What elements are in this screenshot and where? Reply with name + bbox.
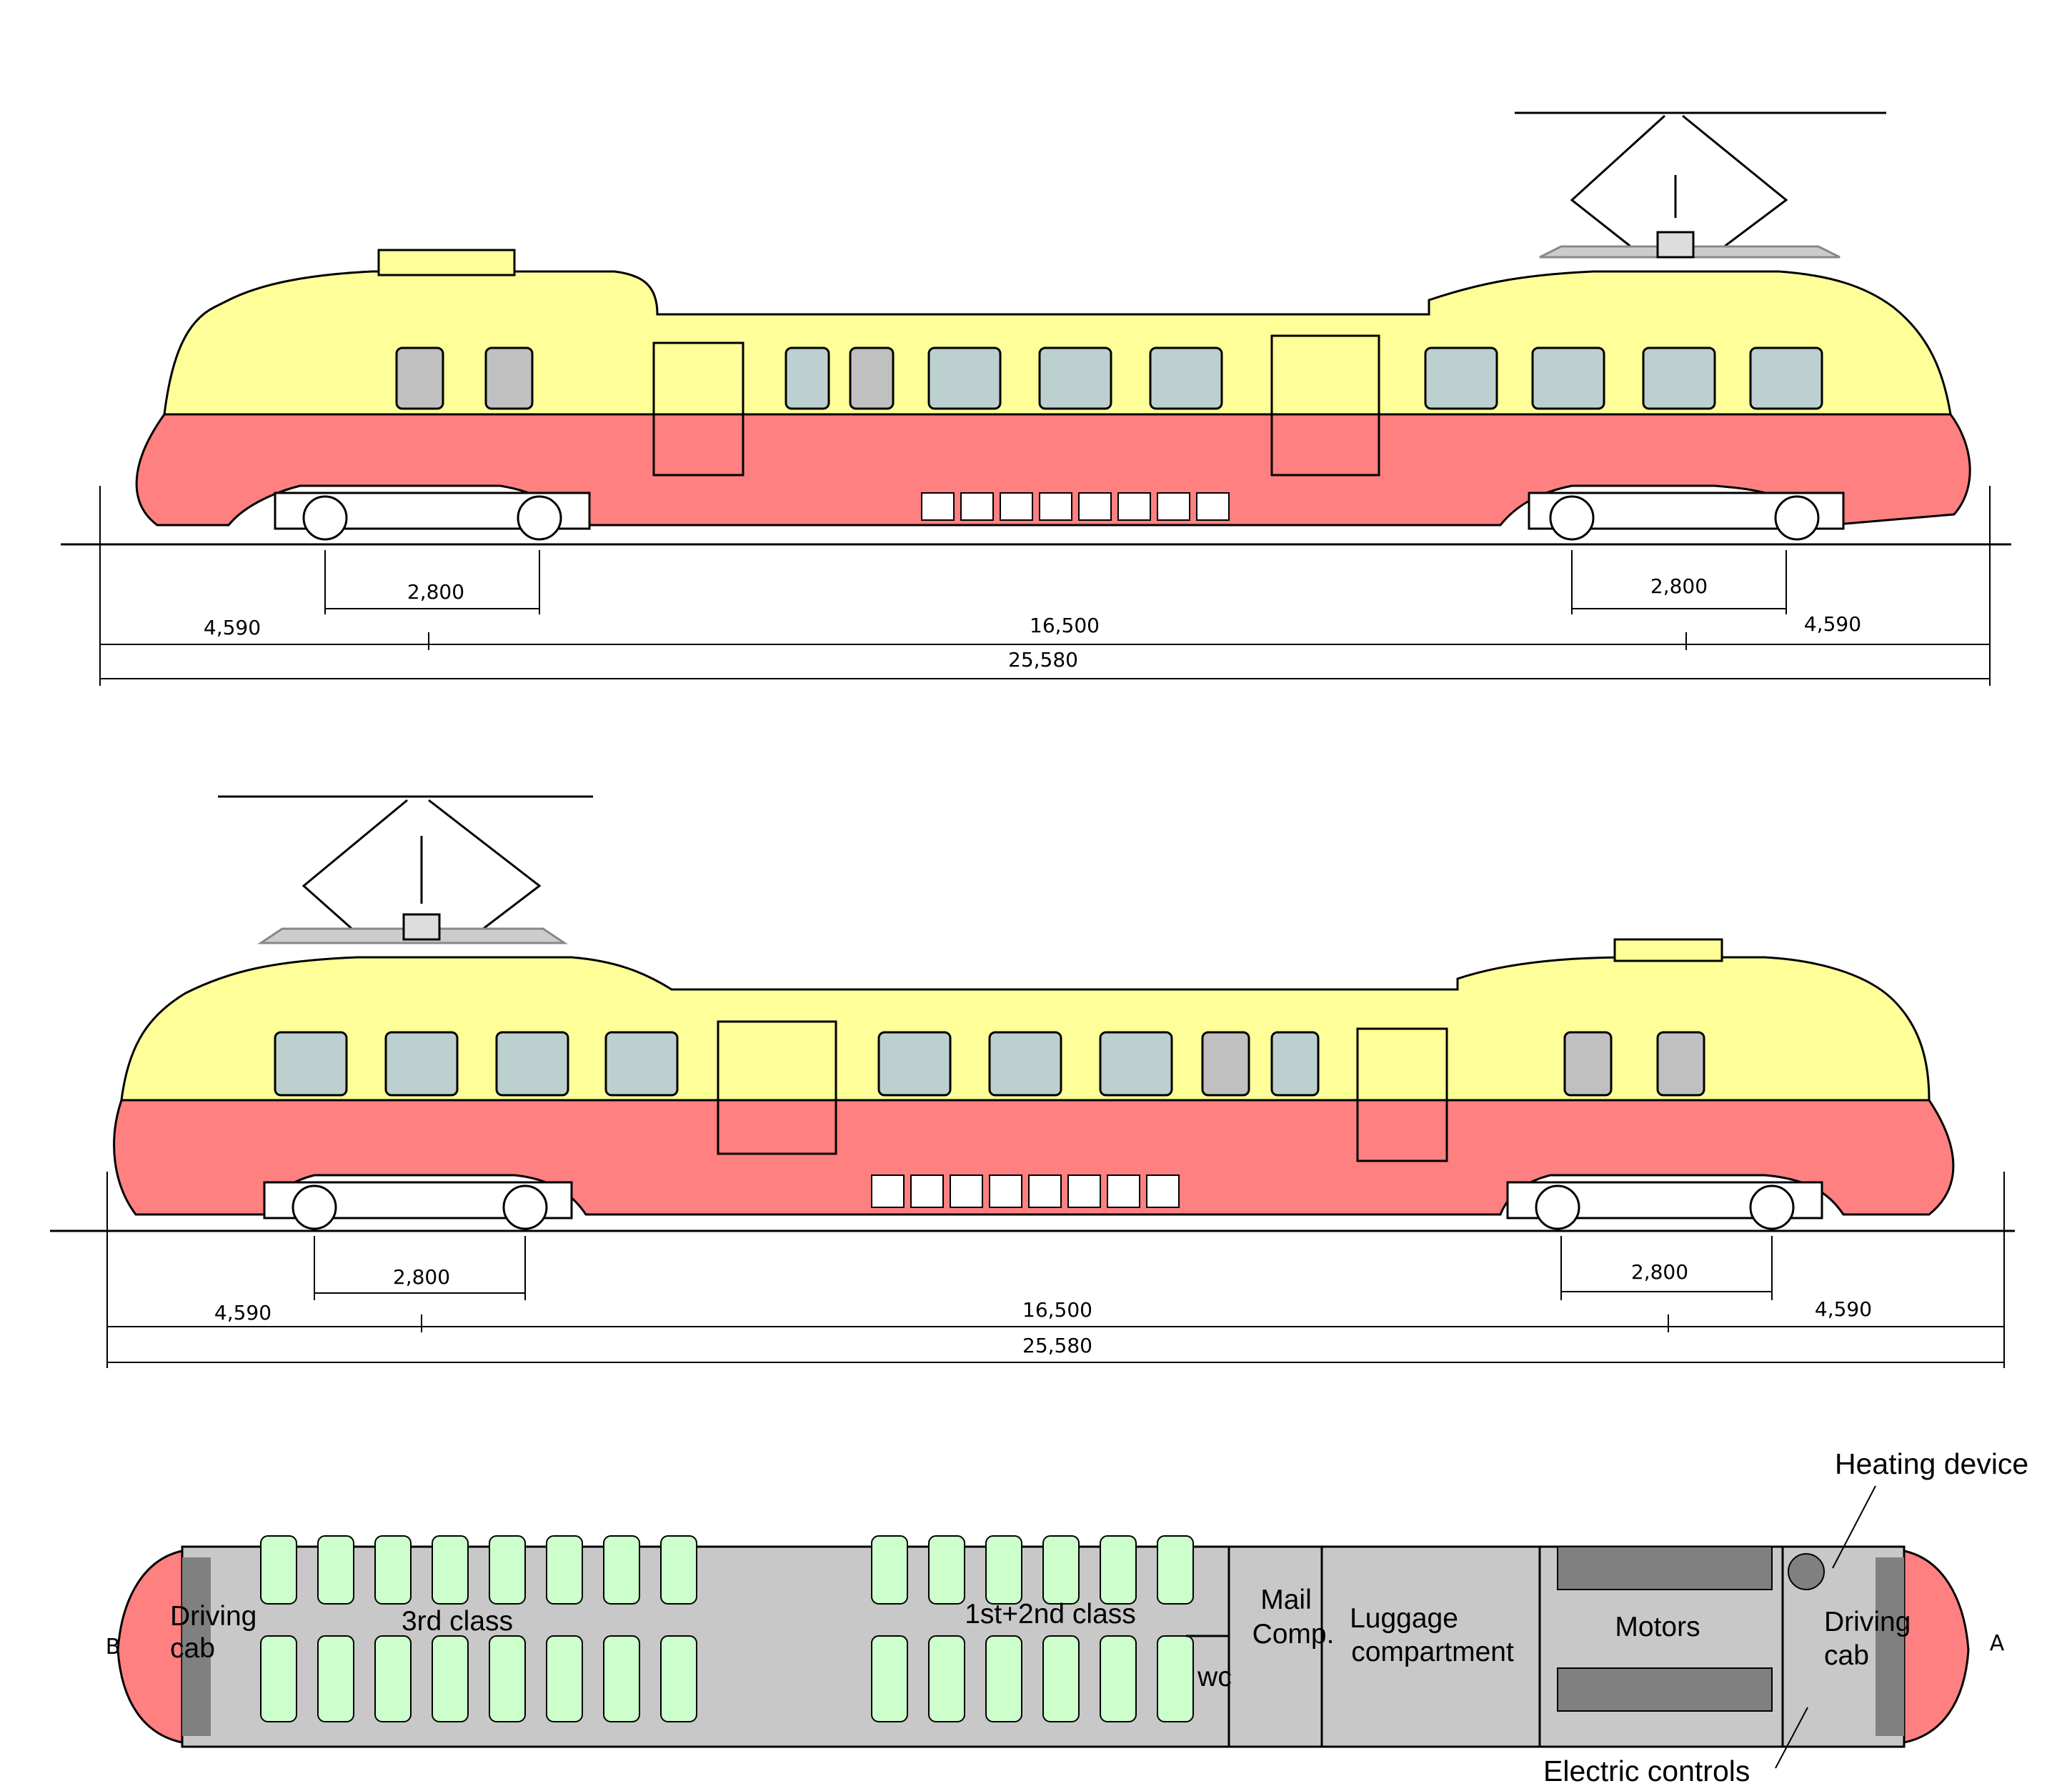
label-driving-cab-right-1: Driving	[1824, 1607, 1911, 1637]
dim-bogie-right-top: 2,800	[1650, 574, 1708, 598]
motor-equipment	[1557, 1546, 1773, 1712]
dim-overall-top: 25,580	[1008, 648, 1078, 672]
louvres-top	[921, 492, 1230, 521]
callout-heating: Heating device	[1835, 1447, 2028, 1480]
elevation-bottom: 2,800 2,800 4,590 16,500 4,590 25,580	[50, 795, 2015, 1368]
label-wc: wc	[1197, 1662, 1232, 1692]
callout-heating-leader	[1832, 1485, 1876, 1569]
seats	[260, 1535, 1194, 1722]
label-third-class: 3rd class	[402, 1606, 513, 1637]
heater-unit	[1788, 1553, 1825, 1590]
label-driving-cab-right-2: cab	[1824, 1640, 1869, 1671]
cab-front-right	[1876, 1557, 1904, 1736]
label-first-second-class: 1st+2nd class	[965, 1599, 1136, 1630]
louvres-bottom	[871, 1174, 1180, 1208]
cab-front-left	[182, 1557, 211, 1736]
dimension-lines-bottom	[106, 1172, 2005, 1368]
dim-centres-top: 16,500	[1030, 614, 1100, 637]
label-motors: Motors	[1615, 1612, 1700, 1642]
body-upper-top	[163, 270, 1952, 416]
roof-vent-top	[377, 249, 516, 276]
dim-overall-bottom: 25,580	[1022, 1334, 1092, 1357]
label-luggage-1: Luggage	[1350, 1603, 1458, 1634]
body-lower-bottom	[113, 1099, 1955, 1216]
door-bottom-1	[717, 1020, 837, 1155]
roof-vent-bottom	[1613, 938, 1723, 962]
dimension-lines-top	[99, 486, 1991, 686]
label-mail-2: Comp.	[1252, 1619, 1335, 1650]
label-driving-cab-left-1: Driving	[170, 1601, 256, 1632]
dim-overhang-left-bottom: 4,590	[214, 1301, 272, 1324]
windows-top	[395, 346, 1823, 410]
partitions	[1186, 1547, 1784, 1747]
end-label-a: A	[1990, 1631, 2005, 1656]
dim-overhang-right-bottom: 4,590	[1815, 1297, 1872, 1321]
callout-electric-leader	[1775, 1707, 1808, 1769]
dim-overhang-right-top: 4,590	[1804, 612, 1861, 636]
plan-view: B A Driving cab 3rd class 1st+2nd class …	[106, 1447, 2029, 1786]
body-upper-bottom	[120, 956, 1931, 1102]
bogies-bottom	[263, 1181, 1823, 1230]
nose-right	[1899, 1549, 1970, 1745]
label-driving-cab-left-2: cab	[170, 1633, 215, 1664]
dim-centres-bottom: 16,500	[1022, 1298, 1092, 1322]
nose-left	[116, 1549, 187, 1745]
body-lower-top	[135, 413, 1971, 527]
pantograph-right	[1515, 111, 1886, 259]
dim-bogie-right-bottom: 2,800	[1631, 1260, 1688, 1284]
dim-overhang-left-top: 4,590	[204, 616, 261, 639]
door-top-1	[652, 341, 744, 477]
label-luggage-2: compartment	[1351, 1637, 1514, 1667]
door-bottom-2	[1356, 1027, 1448, 1162]
end-label-b: B	[106, 1635, 121, 1660]
door-top-2	[1270, 334, 1380, 477]
label-mail-1: Mail	[1260, 1585, 1312, 1615]
dim-bogie-left-top: 2,800	[407, 580, 464, 604]
callout-electric: Electric controls	[1543, 1755, 1750, 1786]
dim-bogie-left-bottom: 2,800	[393, 1265, 450, 1289]
bogies-top	[274, 492, 1845, 541]
pantograph-left	[218, 795, 593, 944]
elevation-top: 2,800 2,800 4,590 16,500 4,590 25,580	[61, 111, 2011, 686]
windows-bottom	[274, 1031, 1705, 1097]
